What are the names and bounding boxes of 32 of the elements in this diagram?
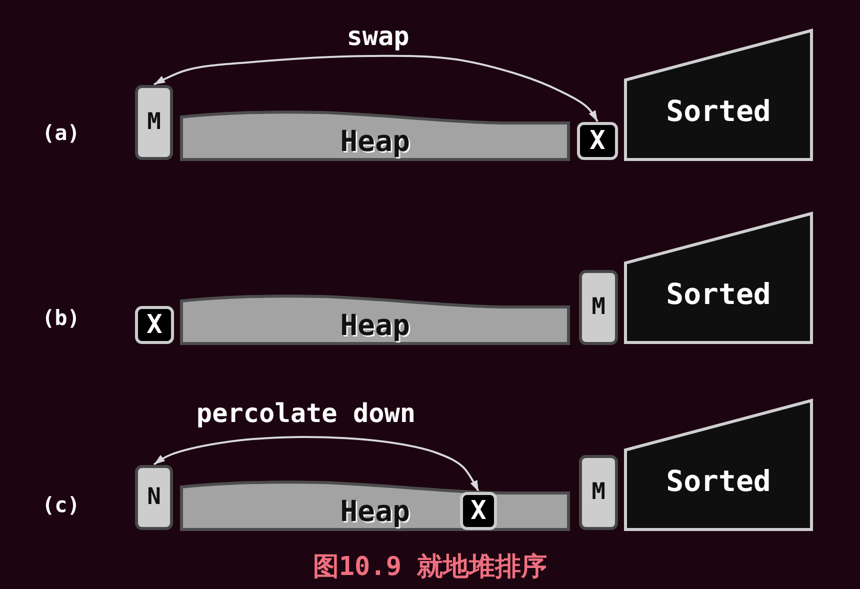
row-label: (b) [42, 305, 80, 331]
element-box [135, 85, 173, 160]
heap-label: Heap [340, 310, 410, 342]
row-label: (c) [42, 492, 80, 518]
heap-label: Heap [340, 126, 410, 158]
curved-arrow [153, 436, 480, 492]
sorted-label: Sorted [666, 466, 771, 498]
element-label: X [590, 126, 606, 156]
element-label: X [146, 310, 162, 340]
element-box [135, 465, 173, 530]
heap-bar [180, 294, 570, 345]
element-label: M [147, 110, 161, 136]
element-box [460, 492, 497, 530]
row-label: (a) [42, 120, 80, 146]
sorted-label: Sorted [666, 96, 771, 128]
figure-caption: 图10.9 就地堆排序 [312, 552, 548, 582]
element-box [579, 270, 618, 345]
sorted-region [624, 399, 813, 531]
sorted-label: Sorted [666, 279, 771, 311]
sorted-region [624, 212, 813, 344]
element-label: X [470, 496, 486, 526]
element-label: M [592, 480, 606, 506]
element-box [579, 455, 618, 530]
heap-bar [180, 480, 570, 531]
curved-arrow [154, 54, 598, 122]
element-box [135, 306, 174, 344]
heap-bar [180, 110, 570, 161]
element-label: M [592, 294, 606, 320]
heap-label: Heap [340, 496, 410, 528]
element-label: N [147, 484, 161, 510]
element-box [577, 122, 618, 160]
sorted-region [624, 29, 813, 161]
